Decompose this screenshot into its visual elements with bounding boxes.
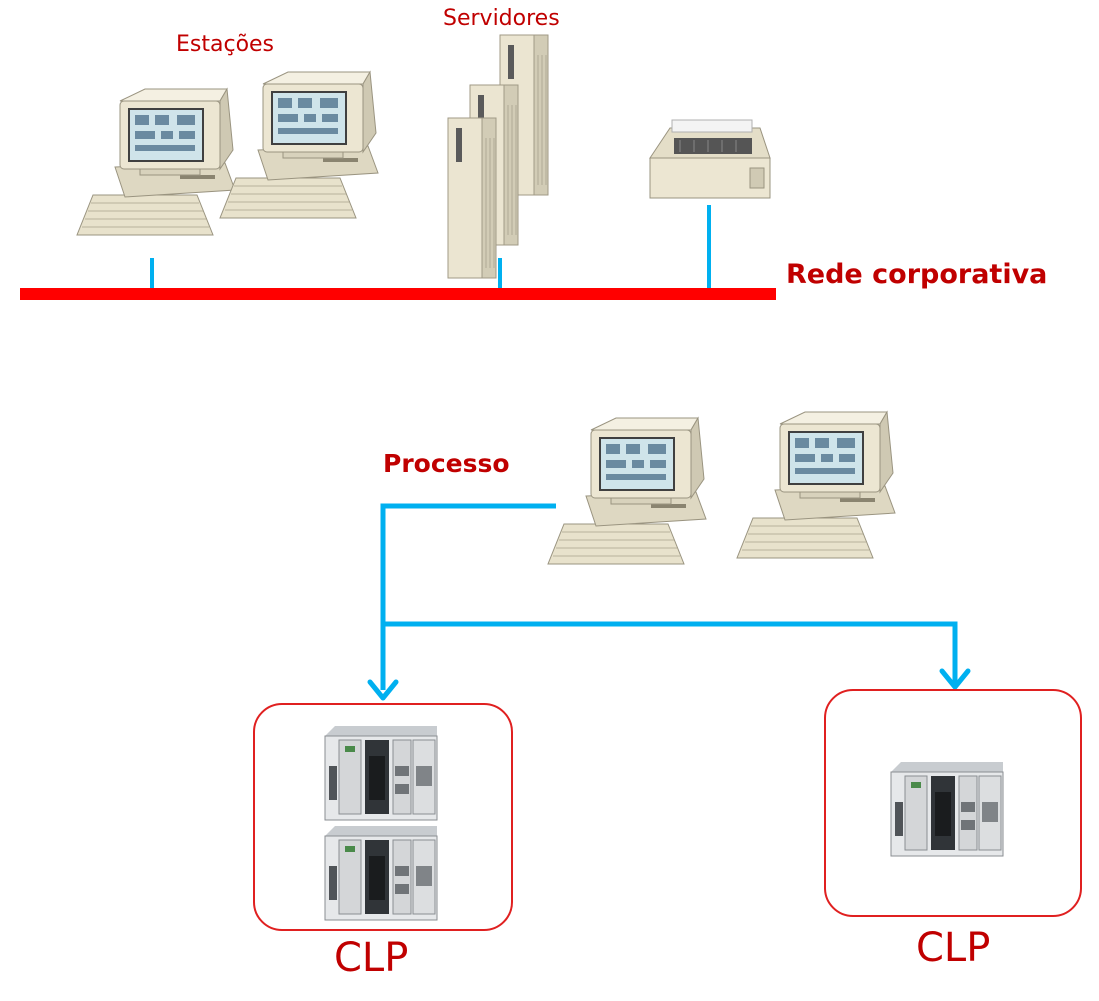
estacoes-label: Estações [176,32,275,57]
clp-box-right [824,689,1082,917]
process-workstation-2 [736,411,896,559]
clp-box-left [253,703,513,931]
process-workstation-1 [547,417,707,565]
corporate-network-bus [20,288,776,300]
servidores-label: Servidores [443,6,560,31]
process-network [253,411,1082,931]
arrow-to-right-clp [939,668,971,690]
server-1 [447,117,497,279]
server-group [447,34,549,279]
plc-left-top [324,725,438,821]
arrow-to-left-clp [367,679,399,701]
process-lines [380,503,958,690]
process-network-label: Processo [383,449,510,478]
printer [649,119,771,199]
process-arrowheads [367,668,971,701]
workstation-1 [76,88,236,236]
clp-right-label: CLP [916,925,991,971]
clp-left-label: CLP [334,935,409,981]
corporate-network-label: Rede corporativa [786,259,1048,290]
plc-left-bottom [324,825,438,921]
corporate-drop-lines [150,205,711,290]
workstation-2 [219,71,379,219]
corporate-network [20,34,776,300]
plc-right [890,761,1004,857]
